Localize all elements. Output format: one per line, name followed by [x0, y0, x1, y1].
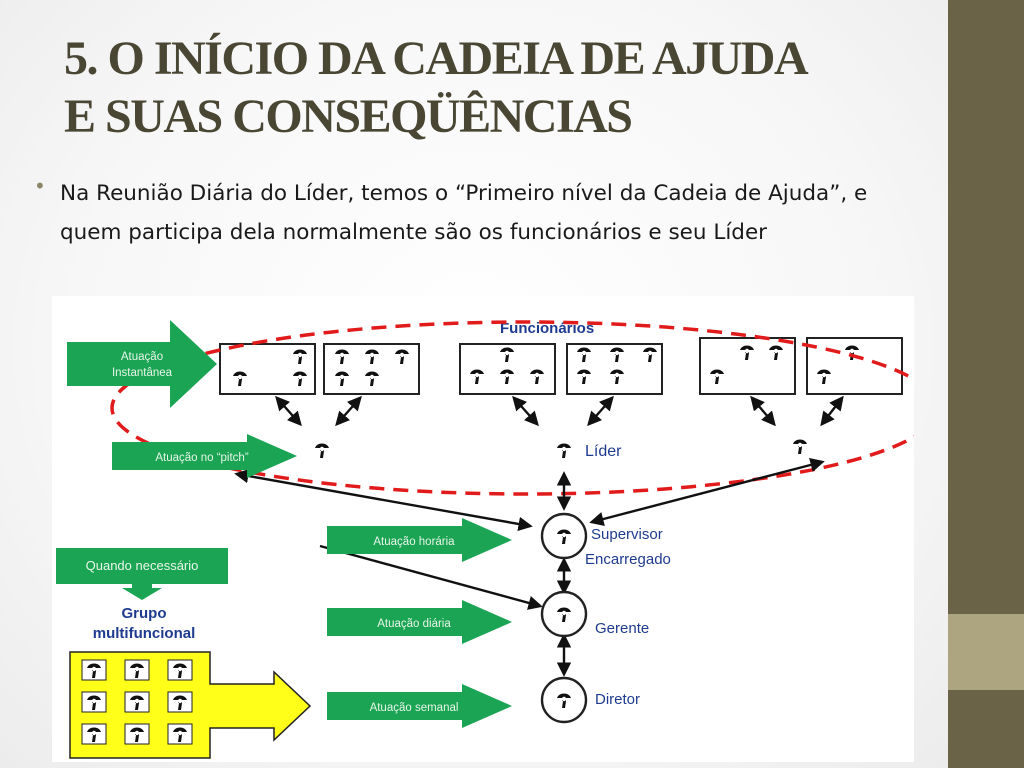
employee-box-2 [323, 343, 420, 395]
lider-label: Líder [585, 443, 622, 460]
grupo-workers [81, 659, 193, 745]
bullet-dot-icon: • [34, 174, 46, 198]
arrow-label-horaria: Atuação horária [373, 536, 455, 548]
slide-title: 5. O INÍCIO DA CADEIA DE AJUDA E SUAS CO… [64, 30, 924, 146]
double-arrow-icon [587, 395, 614, 427]
double-arrow-icon [750, 395, 776, 427]
green-arrows [67, 320, 512, 728]
multifuncional-label: multifuncional [93, 625, 196, 642]
arrow-label-atuacao: Atuação [121, 351, 163, 363]
employee-box-1 [219, 343, 316, 395]
diretor-label: Diretor [595, 691, 640, 708]
arrow-label-instantanea: Instantânea [112, 367, 173, 379]
down-arrow-icon [122, 584, 162, 600]
arrow-label-pitch: Atuação no “pitch” [155, 452, 249, 464]
quando-necessario-box [56, 548, 228, 584]
green-arrow-icon [327, 600, 512, 644]
green-arrow-icon [327, 684, 512, 728]
encarregado-label: Encarregado [585, 551, 671, 568]
double-arrow-icon [234, 468, 533, 532]
quando-necessario-label: Quando necessário [86, 558, 199, 573]
double-arrow-icon [589, 457, 825, 527]
arrow-label-semanal: Atuação semanal [370, 702, 459, 714]
employee-box-4 [566, 343, 663, 395]
title-line-1: 5. O INÍCIO DA CADEIA DE AJUDA [64, 32, 809, 85]
double-arrow-icon [275, 395, 302, 427]
supervisor-label: Supervisor [591, 526, 663, 543]
green-arrow-icon [67, 320, 217, 408]
gerente-label: Gerente [595, 620, 649, 637]
double-arrow-icon [335, 395, 362, 427]
green-arrow-icon [112, 434, 297, 478]
green-arrow-icon [327, 518, 512, 562]
employee-leader-arrows [275, 395, 844, 427]
employee-box-3 [459, 343, 556, 395]
double-arrow-icon [512, 395, 539, 427]
arrow-label-diaria: Atuação diária [377, 618, 451, 630]
bullet-text: Na Reunião Diária do Líder, temos o “Pri… [60, 181, 868, 245]
employee-box-6 [806, 337, 903, 395]
grupo-label: Grupo [122, 605, 167, 622]
leader-to-gerente-arrow [319, 544, 543, 610]
side-accent-square [948, 614, 1024, 690]
help-chain-diagram: Líder Funcionários Supervisor Encarregad… [52, 296, 914, 762]
employee-groups [219, 337, 903, 395]
double-arrow-icon [820, 395, 844, 427]
hierarchy-arrows [234, 457, 825, 677]
title-line-2: E SUAS CONSEQÜÊNCIAS [64, 90, 633, 143]
employee-box-5 [699, 337, 796, 395]
